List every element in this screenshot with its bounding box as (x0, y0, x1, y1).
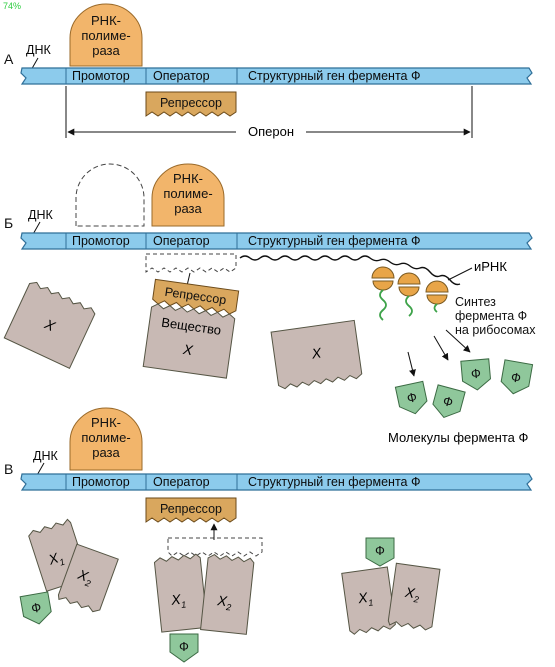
enzyme-molecule-1-label: Ф (405, 389, 418, 406)
polymerase-v-line3: раза (92, 445, 120, 460)
ribosome-1 (371, 266, 395, 321)
enzyme-v1-label: Ф (30, 599, 42, 616)
repressor-a: Репрессор (145, 91, 237, 117)
dna-label-b: ДНК (28, 208, 53, 222)
polymerase-ghost (75, 163, 145, 227)
dna-strand-b: Промотор Оператор Структурный ген фермен… (20, 232, 533, 250)
inducer-x2-left: Х2 (57, 543, 119, 613)
enzyme-molecule-v3: Ф (365, 537, 395, 567)
polymerase-line2: полиме- (81, 28, 130, 43)
repressor-v: Репрессор (145, 497, 237, 523)
synthesis-line1: Синтез (455, 295, 496, 309)
enzyme-molecule-v2: Ф (169, 633, 199, 663)
structural-gene-label-b: Структурный ген фермента Ф (248, 234, 420, 248)
x1-right-sub: 1 (368, 597, 374, 608)
enzyme-molecule-2: Ф (432, 384, 466, 419)
ribosome-2 (397, 272, 421, 317)
polymerase-v-line1: РНК- (91, 415, 121, 430)
polymerase-b-line1: РНК- (173, 171, 203, 186)
zoom-watermark: 74% (3, 1, 21, 11)
x1-middle-sub: 1 (181, 599, 187, 609)
enzyme-arrow-1 (407, 351, 416, 377)
inducer-x-middle: Х (270, 319, 363, 390)
enzyme-molecule-2-label: Ф (441, 393, 455, 410)
polymerase-b-line2: полиме- (163, 186, 212, 201)
inducer-x2-right: Х2 (387, 562, 441, 631)
substance-x-label: Х (181, 341, 194, 358)
operator-label-b: Оператор (153, 234, 210, 248)
section-label-a: А (4, 51, 14, 67)
repressor-ghost-b (145, 253, 237, 273)
enzyme-v2-label: Ф (179, 639, 189, 654)
mrna-pointer (447, 267, 473, 281)
enzyme-molecule-4: Ф (500, 359, 534, 395)
dna-strand-a: Промотор Оператор Структурный ген фермен… (20, 67, 533, 85)
enzyme-molecule-3-label: Ф (470, 366, 481, 382)
x2-left-sub: 2 (83, 577, 92, 588)
dna-label-a: ДНК (26, 43, 51, 57)
enzyme-arrow-3 (445, 329, 471, 353)
inducer-x1-middle: Х1 (153, 553, 209, 633)
polymerase-v-line2: полиме- (81, 430, 130, 445)
ribosome-3 (425, 280, 449, 313)
operator-label-v: Оператор (153, 475, 210, 489)
synthesis-line2: фермента Ф (455, 309, 527, 323)
synthesis-line3: на рибосомах (455, 323, 536, 337)
repressor-substance-complex: Репрессор Вещество Х (142, 278, 240, 379)
rna-polymerase-a: РНК- полиме- раза (69, 3, 143, 67)
x2-middle-label: Х2 (215, 592, 232, 613)
section-label-b: Б (4, 215, 13, 231)
promoter-label: Промотор (72, 69, 130, 83)
polymerase-b-line3: раза (174, 201, 202, 216)
polymerase-line3: раза (92, 43, 120, 58)
enzyme-molecule-1: Ф (394, 380, 428, 415)
x1-right-label: Х1 (356, 588, 374, 609)
rna-polymerase-v: РНК- полиме- раза (69, 407, 143, 471)
promoter-label-v: Промотор (72, 475, 130, 489)
inducer-x2-middle: Х2 (200, 553, 255, 635)
x1-middle-label: Х1 (169, 590, 186, 611)
x1-left-sub: 1 (58, 557, 66, 568)
enzyme-molecule-v1: Ф (19, 591, 52, 625)
dna-label-v: ДНК (33, 449, 58, 463)
repressor-label-a: Репрессор (160, 96, 222, 110)
operon-label: Оперон (248, 124, 294, 139)
x2-right-label: Х2 (403, 584, 421, 605)
enzyme-molecules-label: Молекулы фермента Ф (388, 430, 528, 445)
polymerase-line1: РНК- (91, 13, 121, 28)
inducer-x-middle-label: Х (310, 344, 323, 361)
enzyme-molecule-3: Ф (460, 358, 491, 391)
structural-gene-label-v: Структурный ген фермента Ф (248, 475, 420, 489)
operator-label: Оператор (153, 69, 210, 83)
promoter-label-b: Промотор (72, 234, 130, 248)
dna-strand-v: Промотор Оператор Структурный ген фермен… (20, 473, 533, 491)
mrna-label: иРНК (474, 259, 507, 274)
operon-span: Оперон (65, 86, 473, 139)
enzyme-molecule-4-label: Ф (510, 369, 522, 386)
x2-left-label: Х2 (74, 566, 95, 589)
repressor-label-v: Репрессор (160, 502, 222, 516)
section-label-v: В (4, 461, 13, 477)
mrna-strand (239, 255, 461, 286)
x2-right-sub: 2 (412, 594, 419, 605)
repressor-ghost-v (167, 537, 263, 557)
inducer-x-left: Х (3, 281, 96, 369)
inducer-x1-right: Х1 (341, 566, 396, 635)
enzyme-arrow-2 (433, 335, 449, 361)
structural-gene-label: Структурный ген фермента Ф (248, 69, 420, 83)
enzyme-v3-label: Ф (375, 543, 385, 558)
x2-middle-sub: 2 (225, 602, 232, 613)
rna-polymerase-b: РНК- полиме- раза (151, 163, 225, 227)
